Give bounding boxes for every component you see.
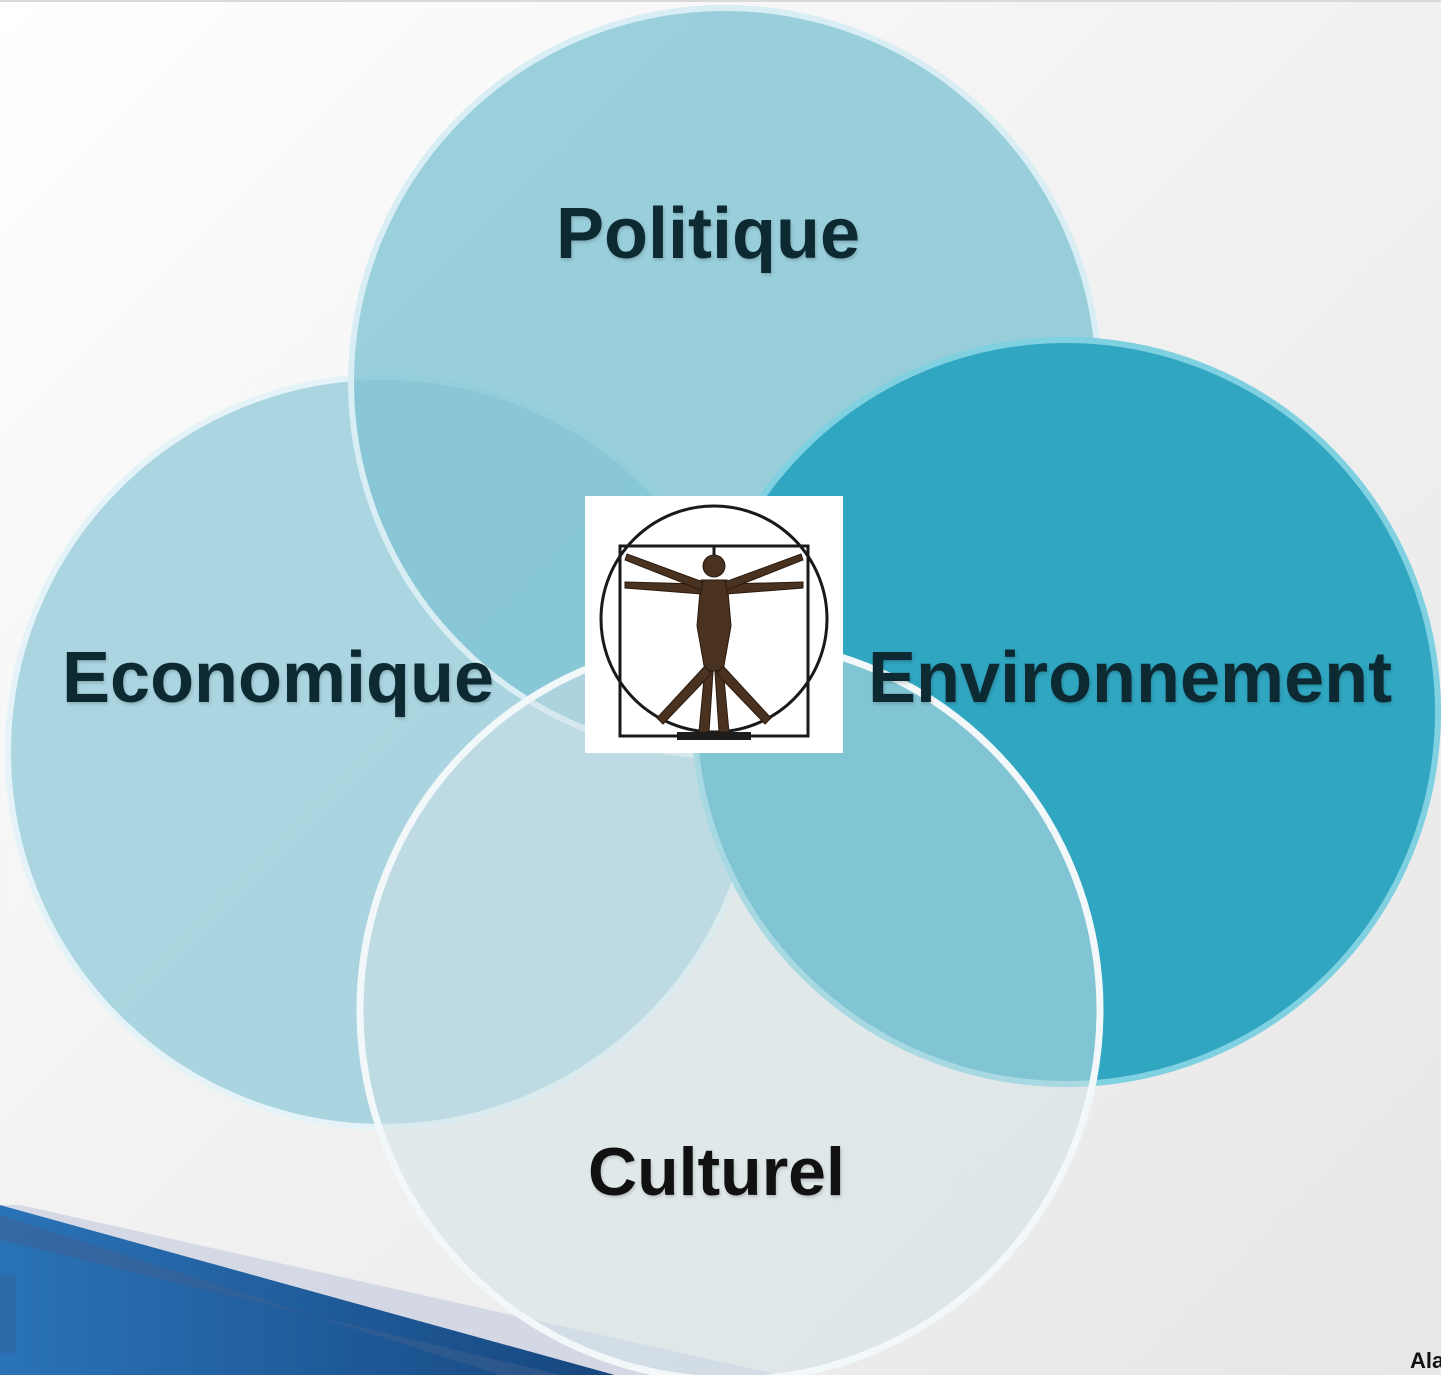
label-culturel: Culturel [588, 1134, 845, 1210]
label-economique: Economique [62, 638, 495, 718]
vitruvian-man-image [585, 496, 843, 753]
corner-tab [0, 1275, 16, 1353]
label-politique: Politique [556, 194, 860, 274]
author-text: Ala [1410, 1348, 1441, 1373]
top-border [0, 0, 1441, 2]
vitruvian-man-icon [599, 504, 829, 740]
label-environnement: Environnement [868, 638, 1393, 718]
